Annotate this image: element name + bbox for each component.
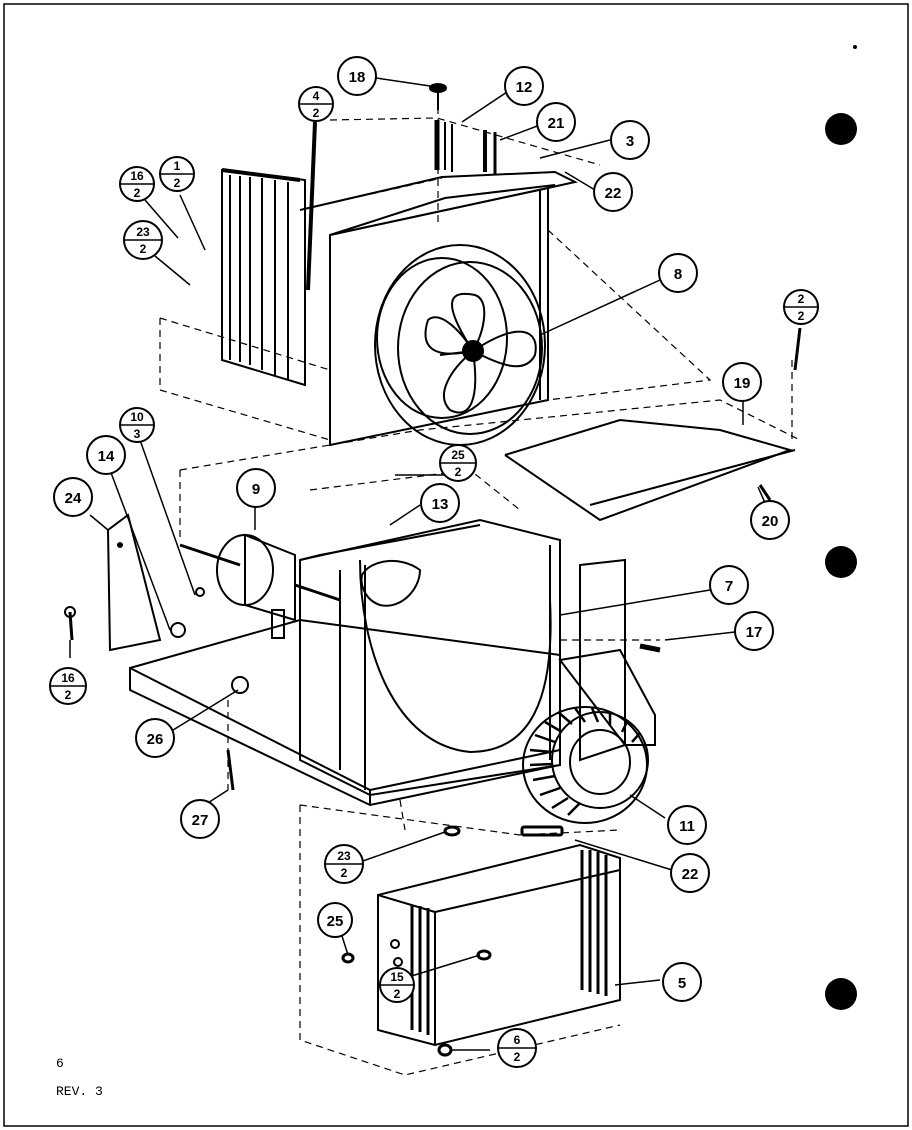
mounting-bracket <box>106 513 162 652</box>
fraction-callout-10-3: 10 3 <box>119 407 155 443</box>
svg-text:7: 7 <box>725 578 733 595</box>
callout-11: 11 <box>667 805 707 845</box>
callout-8: 8 <box>658 253 698 293</box>
base-pan <box>129 618 561 807</box>
page-number: 6 <box>56 1056 64 1071</box>
svg-text:2: 2 <box>134 186 141 200</box>
callout-21: 21 <box>536 102 576 142</box>
callout-9: 9 <box>236 468 276 508</box>
svg-text:19: 19 <box>734 375 751 392</box>
blower-scroll <box>299 518 561 797</box>
svg-text:21: 21 <box>548 115 565 132</box>
svg-text:26: 26 <box>147 731 164 748</box>
callout-27: 27 <box>180 799 220 839</box>
callout-24: 24 <box>53 477 93 517</box>
svg-text:3: 3 <box>626 133 634 150</box>
svg-text:2: 2 <box>798 292 805 306</box>
svg-text:2: 2 <box>394 987 401 1001</box>
binder-hole-middle <box>825 546 857 578</box>
svg-text:3: 3 <box>134 427 141 441</box>
callout-25: 25 <box>317 902 353 938</box>
svg-text:20: 20 <box>762 513 779 530</box>
svg-text:2: 2 <box>140 242 147 256</box>
svg-text:12: 12 <box>516 79 533 96</box>
callout-14: 14 <box>86 435 126 475</box>
svg-text:2: 2 <box>313 106 320 120</box>
fraction-callout-6-2: 6 2 <box>497 1028 537 1068</box>
svg-text:1: 1 <box>174 159 181 173</box>
svg-text:9: 9 <box>252 481 260 498</box>
svg-text:2: 2 <box>514 1050 521 1064</box>
svg-text:15: 15 <box>390 970 404 984</box>
condenser-coil-top <box>221 168 306 387</box>
fan-shroud <box>299 170 578 447</box>
leader-lines <box>69 77 802 1051</box>
svg-text:2: 2 <box>174 176 181 190</box>
svg-text:4: 4 <box>313 89 320 103</box>
callout-17: 17 <box>734 611 774 651</box>
svg-text:23: 23 <box>136 225 150 239</box>
svg-text:27: 27 <box>192 812 209 829</box>
callout-3: 3 <box>610 120 650 160</box>
fraction-callout-23-2-top: 23 2 <box>123 220 163 260</box>
svg-text:2: 2 <box>798 309 805 323</box>
callout-18: 18 <box>337 56 377 96</box>
fraction-callout-1-2: 1 2 <box>159 156 195 192</box>
discharge-grille-parts <box>429 83 497 175</box>
svg-text:5: 5 <box>678 975 686 992</box>
fraction-callout-15-2: 15 2 <box>379 967 415 1003</box>
blower-wheel <box>522 706 649 824</box>
svg-text:13: 13 <box>432 496 449 513</box>
fan-blade <box>424 292 537 414</box>
svg-text:6: 6 <box>514 1033 521 1047</box>
svg-text:2: 2 <box>455 465 462 479</box>
svg-text:11: 11 <box>679 818 695 835</box>
svg-text:25: 25 <box>327 913 344 930</box>
svg-text:23: 23 <box>337 849 351 863</box>
fraction-callout-23-2-bottom: 23 2 <box>324 844 364 884</box>
binder-hole-bottom <box>825 978 857 1010</box>
svg-text:2: 2 <box>65 688 72 702</box>
fraction-callout-25-2: 25 2 <box>439 444 477 482</box>
callout-12: 12 <box>504 66 544 106</box>
page-border <box>3 3 909 1127</box>
fan-motor <box>179 533 341 639</box>
svg-text:14: 14 <box>98 448 115 465</box>
svg-text:22: 22 <box>605 185 622 202</box>
svg-text:2: 2 <box>341 866 348 880</box>
svg-text:8: 8 <box>674 266 682 283</box>
callout-19: 19 <box>722 362 762 402</box>
svg-text:24: 24 <box>65 490 82 507</box>
binder-hole-top <box>825 113 857 145</box>
svg-text:25: 25 <box>451 448 465 462</box>
callout-20: 20 <box>750 500 790 540</box>
callout-5: 5 <box>662 962 702 1002</box>
right-side-panel <box>558 558 656 762</box>
callout-22-top: 22 <box>593 172 633 212</box>
fraction-callout-16-2-top: 16 2 <box>119 166 155 202</box>
callout-26: 26 <box>135 718 175 758</box>
revision-label: REV. 3 <box>56 1084 103 1099</box>
svg-text:22: 22 <box>682 866 699 883</box>
fraction-callout-16-2-left: 16 2 <box>49 667 87 705</box>
callout-22-bottom: 22 <box>670 853 710 893</box>
fraction-callout-4-2: 4 2 <box>298 86 334 122</box>
evaporator-coil <box>377 843 621 1047</box>
callout-7: 7 <box>709 565 749 605</box>
svg-text:16: 16 <box>61 671 75 685</box>
svg-text:17: 17 <box>746 624 763 641</box>
callout-13: 13 <box>420 483 460 523</box>
svg-text:18: 18 <box>349 69 366 86</box>
svg-text:16: 16 <box>130 169 144 183</box>
fraction-callout-2-2: 2 2 <box>783 289 819 325</box>
svg-text:10: 10 <box>130 410 144 424</box>
